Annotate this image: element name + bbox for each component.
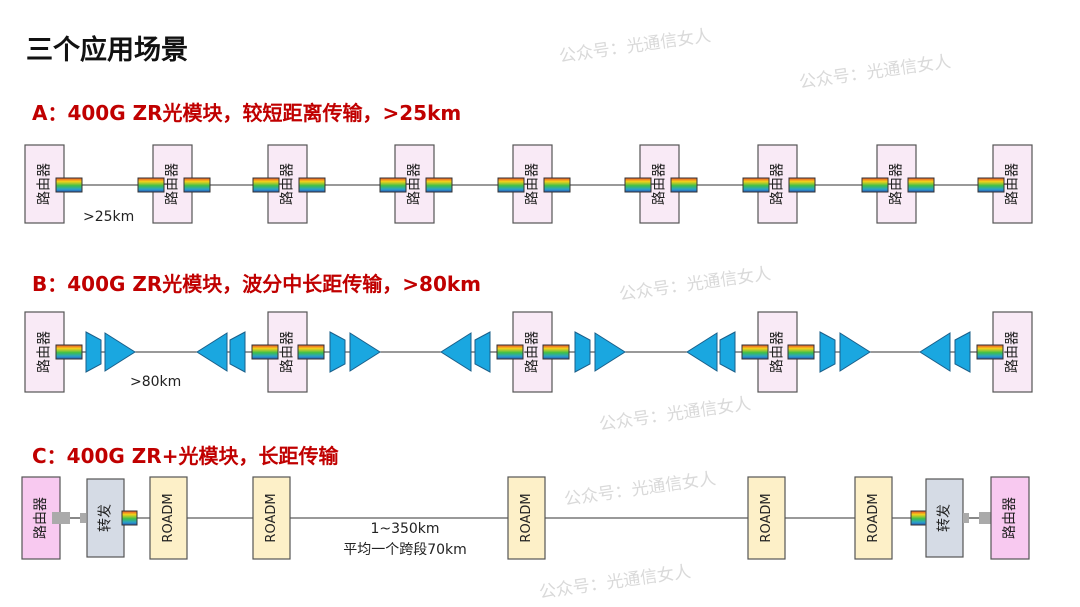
optical-module bbox=[543, 177, 571, 193]
optical-module bbox=[379, 177, 407, 193]
transponder bbox=[86, 478, 125, 558]
watermark: 公众号：光通信女人 bbox=[798, 52, 952, 93]
router-label: 路由器 bbox=[770, 163, 786, 205]
roadm-label: ROADM bbox=[759, 493, 774, 542]
watermark: 公众号：光通信女人 bbox=[563, 469, 717, 510]
mux-demux bbox=[329, 331, 346, 373]
mux-demux bbox=[719, 331, 736, 373]
amplifier-icon bbox=[440, 332, 472, 372]
optical-module bbox=[787, 344, 815, 360]
patch-connector bbox=[963, 513, 969, 523]
router-label: 路由器 bbox=[37, 331, 53, 373]
patch-connector bbox=[52, 512, 70, 524]
roadm-label: ROADM bbox=[264, 493, 279, 542]
router-label: 路由器 bbox=[525, 331, 541, 373]
amplifier-icon bbox=[594, 332, 626, 372]
roadm bbox=[854, 476, 893, 560]
amplifier-icon bbox=[196, 332, 228, 372]
patch-connector bbox=[80, 513, 86, 523]
distance-label: >25km bbox=[83, 209, 134, 225]
router bbox=[990, 476, 1030, 560]
router-label: 路由器 bbox=[33, 497, 49, 539]
router-label: 路由器 bbox=[280, 163, 296, 205]
optical-module bbox=[741, 344, 769, 360]
optical-module bbox=[425, 177, 453, 193]
amplifier-icon bbox=[104, 332, 136, 372]
page-title: 三个应用场景 bbox=[26, 35, 188, 66]
optical-module bbox=[907, 177, 935, 193]
optical-module bbox=[624, 177, 652, 193]
router-label: 路由器 bbox=[280, 331, 296, 373]
optical-module bbox=[496, 344, 524, 360]
transponder-label: 转发 bbox=[937, 504, 953, 532]
amplifier-icon bbox=[839, 332, 871, 372]
mux-demux bbox=[954, 331, 971, 373]
optical-module bbox=[910, 510, 927, 526]
section-a-heading: A：400G ZR光模块，较短距离传输，>25km bbox=[32, 101, 462, 125]
roadm bbox=[252, 476, 291, 560]
watermark: 公众号：光通信女人 bbox=[618, 264, 772, 305]
watermark: 公众号：光通信女人 bbox=[558, 26, 712, 67]
optical-module bbox=[252, 177, 280, 193]
optical-module bbox=[55, 344, 83, 360]
router-label: 路由器 bbox=[770, 331, 786, 373]
distance-label: >80km bbox=[130, 374, 181, 390]
section-c-heading: C：400G ZR+光模块，长距传输 bbox=[32, 444, 339, 468]
optical-module bbox=[298, 177, 326, 193]
router-label: 路由器 bbox=[1002, 497, 1018, 539]
optical-module bbox=[251, 344, 279, 360]
optical-module bbox=[976, 344, 1004, 360]
distance-label: 1~350km bbox=[370, 521, 439, 537]
optical-module bbox=[121, 510, 138, 526]
amplifier-icon bbox=[919, 332, 951, 372]
optical-module bbox=[137, 177, 165, 193]
section-b-heading: B：400G ZR光模块，波分中长距传输，>80km bbox=[32, 272, 482, 296]
optical-module bbox=[55, 177, 83, 193]
transponder bbox=[925, 478, 964, 558]
watermark: 公众号：光通信女人 bbox=[538, 562, 692, 603]
optical-module bbox=[788, 177, 816, 193]
optical-module bbox=[861, 177, 889, 193]
mux-demux bbox=[229, 331, 246, 373]
mux-demux bbox=[85, 331, 102, 373]
roadm bbox=[149, 476, 188, 560]
mux-demux bbox=[819, 331, 836, 373]
optical-module bbox=[297, 344, 325, 360]
optical-module bbox=[977, 177, 1005, 193]
router-label: 路由器 bbox=[407, 163, 423, 205]
span-note: 平均一个跨段70km bbox=[343, 542, 467, 558]
optical-module bbox=[183, 177, 211, 193]
optical-module bbox=[542, 344, 570, 360]
roadm-label: ROADM bbox=[519, 493, 534, 542]
router-label: 路由器 bbox=[652, 163, 668, 205]
watermark: 公众号：光通信女人 bbox=[598, 394, 752, 435]
amplifier-icon bbox=[349, 332, 381, 372]
router-label: 路由器 bbox=[889, 163, 905, 205]
router-label: 路由器 bbox=[165, 163, 181, 205]
roadm-label: ROADM bbox=[161, 493, 176, 542]
roadm bbox=[507, 476, 546, 560]
mux-demux bbox=[574, 331, 591, 373]
router-label: 路由器 bbox=[37, 163, 53, 205]
optical-module bbox=[670, 177, 698, 193]
roadm-label: ROADM bbox=[866, 493, 881, 542]
mux-demux bbox=[474, 331, 491, 373]
amplifier-icon bbox=[686, 332, 718, 372]
transponder-label: 转发 bbox=[98, 504, 114, 532]
optical-module bbox=[497, 177, 525, 193]
router-label: 路由器 bbox=[1005, 331, 1021, 373]
router-label: 路由器 bbox=[1005, 163, 1021, 205]
roadm bbox=[747, 476, 786, 560]
router-label: 路由器 bbox=[525, 163, 541, 205]
optical-module bbox=[742, 177, 770, 193]
